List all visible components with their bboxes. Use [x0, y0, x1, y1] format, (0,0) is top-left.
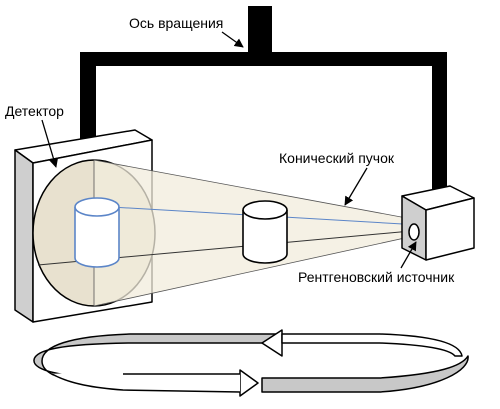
rotation-arrow-lower-head — [239, 369, 259, 397]
xray-source-label: Рентгеновский источник — [298, 269, 455, 285]
projected-cylinder — [74, 197, 120, 268]
gantry-top-bar — [80, 52, 447, 66]
detector-side-face — [14, 149, 34, 323]
source-aperture — [408, 223, 420, 241]
xray-source-pointer — [400, 241, 417, 269]
rotation-axis-post — [248, 6, 272, 58]
rotation-arrow-lower — [261, 355, 469, 393]
object-cylinder — [242, 200, 288, 264]
rotation-arrow-lower-body-edge — [51, 373, 241, 393]
gantry-right-arm — [432, 52, 447, 202]
source-front-face — [425, 197, 475, 261]
gantry-left-arm — [80, 52, 96, 148]
xray-source-box — [401, 185, 475, 261]
rotation-ring — [33, 329, 469, 397]
rotation-arrow-upper-body — [281, 333, 463, 357]
detector-pointer — [41, 119, 59, 168]
cone-beam-pointer — [344, 167, 368, 206]
detector-label: Детектор — [5, 103, 64, 119]
rotation-axis-label: Ось вращения — [129, 15, 223, 31]
rotation-arrow-lower-body — [52, 373, 240, 392]
rotation-axis-pointer — [221, 31, 244, 48]
gantry-frame — [80, 6, 447, 202]
cone-beam-label: Конический пучок — [279, 150, 395, 166]
